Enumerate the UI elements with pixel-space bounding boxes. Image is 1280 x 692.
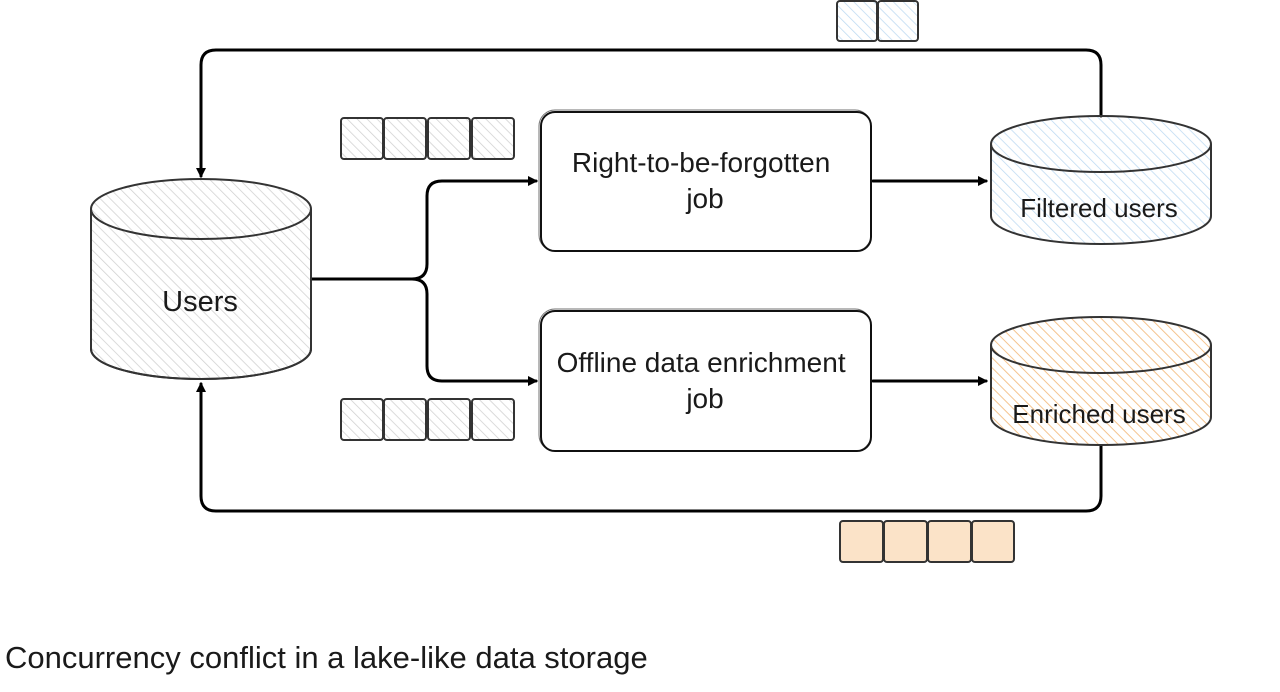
data-block xyxy=(971,520,1015,563)
data-block xyxy=(427,398,471,441)
data-block xyxy=(927,520,972,563)
edge-filtered-users-to-users xyxy=(196,48,1103,178)
data-block xyxy=(383,398,427,441)
enrichment-job-label: Offline data enrichment job xyxy=(557,347,854,414)
data-block xyxy=(471,398,515,441)
users-database[interactable]: Users xyxy=(90,178,312,380)
data-block xyxy=(471,117,515,160)
filtered-users-label: Filtered users xyxy=(1020,193,1178,223)
enriched-users-label: Enriched users xyxy=(1012,399,1185,429)
rtbf-job-box[interactable]: Right-to-be-forgotten job xyxy=(538,109,872,252)
enrichment-input-blocks xyxy=(340,398,515,441)
data-block xyxy=(427,117,471,160)
data-block xyxy=(836,0,878,42)
rtbf-job-label: Right-to-be-forgotten job xyxy=(572,147,838,214)
edge-enriched-users-to-users xyxy=(196,382,1103,513)
enriched-users-database[interactable]: Enriched users xyxy=(990,316,1212,446)
enrichment-job-box[interactable]: Offline data enrichment job xyxy=(538,308,872,452)
edge-users-to-enrichment-job xyxy=(310,277,538,386)
data-block xyxy=(839,520,884,563)
filtered-output-blocks xyxy=(836,0,919,42)
users-label: Users xyxy=(162,286,238,318)
rtbf-input-blocks xyxy=(340,117,515,160)
diagram-caption: Concurrency conflict in a lake-like data… xyxy=(5,640,648,675)
data-block xyxy=(883,520,928,563)
data-block xyxy=(383,117,427,160)
data-block xyxy=(340,117,384,160)
enriched-output-blocks xyxy=(839,520,1015,563)
data-block xyxy=(340,398,384,441)
edge-users-to-rtbf-job xyxy=(310,176,538,281)
filtered-users-database[interactable]: Filtered users xyxy=(990,115,1212,245)
data-block xyxy=(877,0,919,42)
